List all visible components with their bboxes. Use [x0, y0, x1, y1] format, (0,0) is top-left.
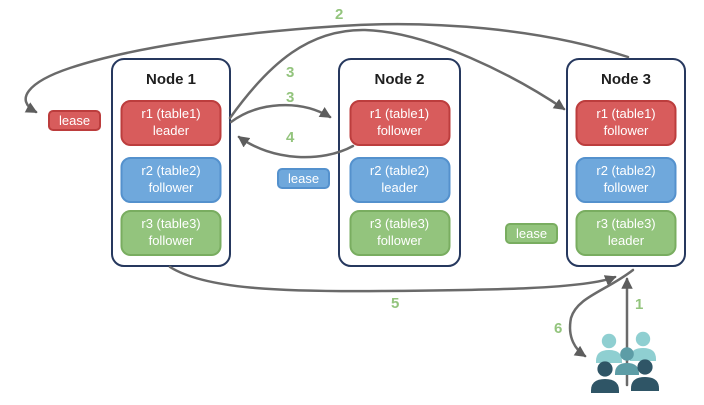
- replica-range: r2 (table2): [141, 163, 201, 179]
- replica-range: r1 (table1): [369, 106, 430, 122]
- step-label-5: 5: [391, 295, 400, 312]
- node-1-box: Node 1 r1 (table1) leader r2 (table2) fo…: [111, 58, 231, 267]
- node3-replica-r3: r3 (table3) leader: [575, 210, 677, 256]
- lease-badge-label: lease: [288, 171, 320, 186]
- replica-role: follower: [148, 180, 194, 195]
- node2-replica-r3: r3 (table3) follower: [349, 210, 450, 256]
- node1-replica-r3: r3 (table3) follower: [120, 210, 222, 256]
- replica-range: r2 (table2): [369, 163, 430, 179]
- step-label-6: 6: [554, 320, 563, 337]
- node-3-box: Node 3 r1 (table1) follower r2 (table2) …: [566, 58, 686, 267]
- arrow-step-6-node3-to-client: [568, 268, 635, 358]
- step-label-1: 1: [635, 296, 644, 313]
- replica-role: follower: [377, 233, 422, 248]
- replica-range: r3 (table3): [596, 216, 656, 232]
- node1-replica-r1: r1 (table1) leader: [120, 100, 222, 146]
- replica-range: r2 (table2): [596, 163, 656, 179]
- arrow-step-5-node1-to-node3: [168, 265, 617, 293]
- step-label-3-lower: 3: [286, 89, 295, 106]
- replica-range: r3 (table3): [141, 216, 201, 232]
- node-2-box: Node 2 r1 (table1) follower r2 (table2) …: [338, 58, 461, 267]
- lease-badge-table3: lease: [505, 223, 559, 244]
- replica-role: follower: [603, 123, 649, 138]
- replica-role: follower: [148, 233, 194, 248]
- node1-replica-r2: r2 (table2) follower: [120, 157, 222, 203]
- replica-role: leader: [381, 180, 418, 195]
- lease-badge-label: lease: [516, 226, 548, 241]
- node2-replica-r2: r2 (table2) leader: [349, 157, 450, 203]
- node3-replica-r1: r1 (table1) follower: [575, 100, 677, 146]
- lease-badge-table2: lease: [277, 168, 331, 189]
- step-label-4: 4: [286, 129, 295, 146]
- replica-role: follower: [603, 180, 649, 195]
- step-label-3-upper: 3: [286, 64, 295, 81]
- step-label-2: 2: [335, 6, 344, 23]
- replica-range: r1 (table1): [596, 106, 656, 122]
- node-1-title: Node 1: [145, 71, 196, 88]
- replica-range: r3 (table3): [369, 216, 430, 232]
- replica-role: leader: [607, 233, 645, 248]
- node-3-title: Node 3: [600, 71, 651, 88]
- replica-range: r1 (table1): [141, 106, 201, 122]
- replica-role: leader: [152, 123, 190, 138]
- lease-badge-table1: lease: [48, 110, 102, 131]
- users-icon: [591, 331, 659, 393]
- node3-replica-r2: r2 (table2) follower: [575, 157, 677, 203]
- node-2-title: Node 2: [374, 71, 425, 88]
- replica-role: follower: [377, 123, 422, 138]
- node2-replica-r1: r1 (table1) follower: [349, 100, 450, 146]
- arrow-step-4-follower-ack: [237, 135, 355, 159]
- arrow-step-3-leader-to-node2: [229, 103, 332, 124]
- lease-badge-label: lease: [59, 113, 91, 128]
